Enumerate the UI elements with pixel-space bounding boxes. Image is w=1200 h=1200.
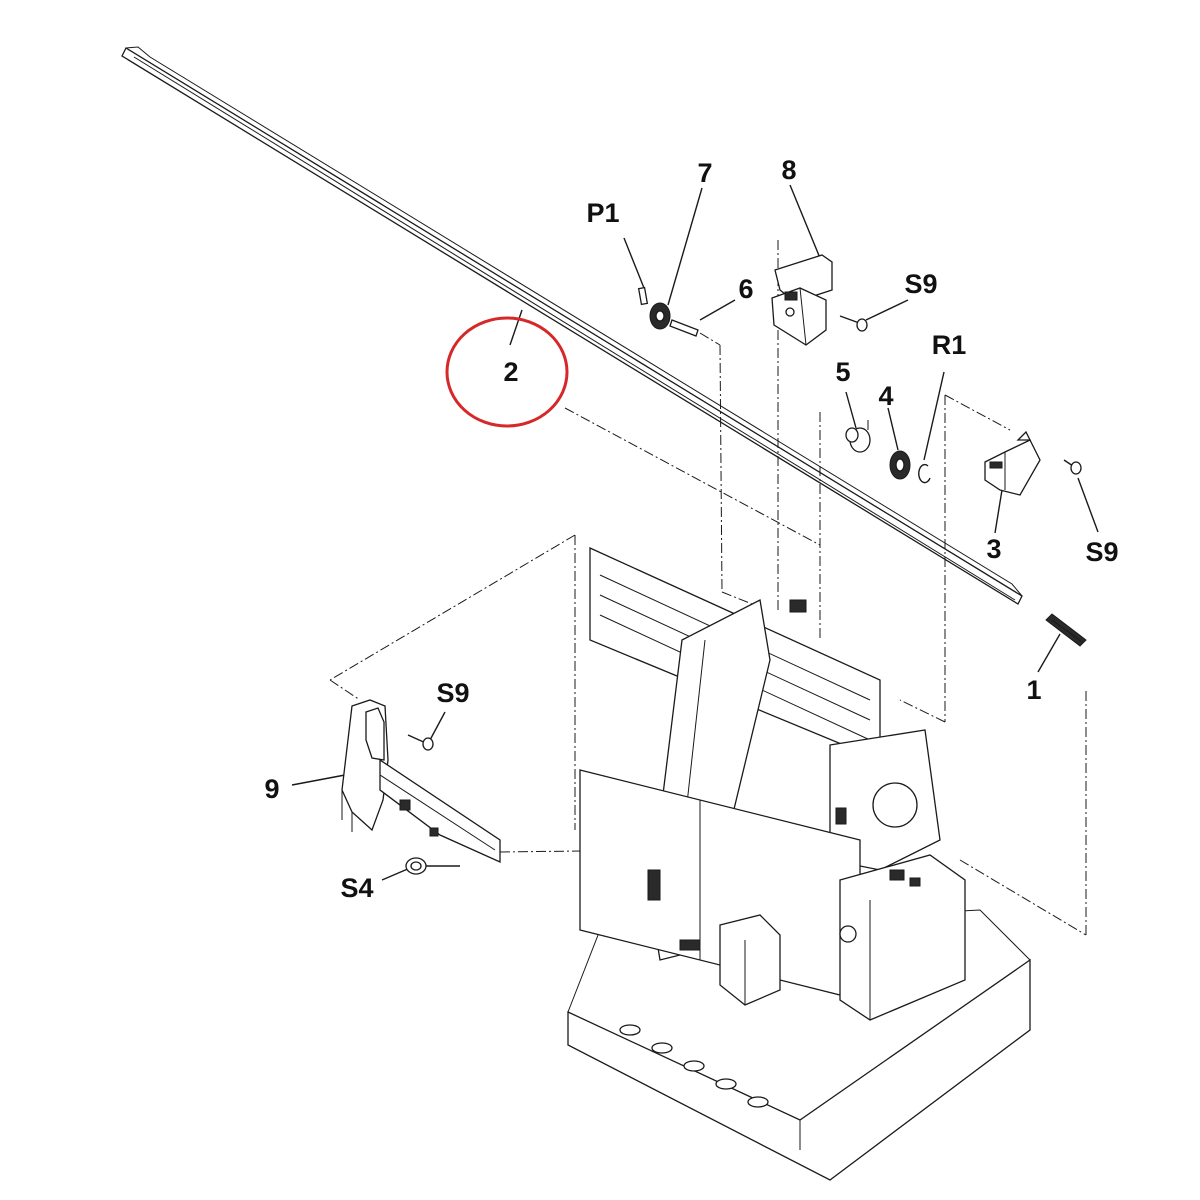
base-slots — [619, 1024, 769, 1108]
highlight-circle — [445, 316, 569, 428]
screw-s4 — [381, 857, 460, 881]
label-9: 9 — [264, 774, 279, 804]
part-4-gear — [887, 407, 911, 480]
label-r1: R1 — [932, 330, 967, 360]
label-5: 5 — [835, 357, 850, 387]
label-s4: S4 — [340, 873, 373, 903]
label-s9-left: S9 — [436, 678, 469, 708]
screw-s9-left — [407, 711, 446, 751]
label-3: 3 — [986, 534, 1001, 564]
label-7: 7 — [697, 158, 712, 188]
part-7-gear — [649, 187, 703, 330]
part-3-clip — [984, 430, 1041, 534]
part-9-assembly — [291, 699, 501, 864]
part-r1-ring — [918, 371, 945, 484]
label-1: 1 — [1026, 675, 1041, 705]
screw-s9-right — [1063, 459, 1099, 533]
label-4: 4 — [878, 381, 893, 411]
part-1-spring — [1037, 613, 1087, 673]
label-s9-top: S9 — [904, 269, 937, 299]
part-labels: P1 7 8 6 S9 2 R1 5 4 3 S9 1 S9 9 S4 — [264, 155, 1118, 903]
label-6: 6 — [738, 274, 753, 304]
part-8-bracket — [771, 184, 833, 346]
label-s9-right: S9 — [1085, 537, 1118, 567]
screw-s9-top — [839, 299, 909, 332]
part-6-shaft — [669, 299, 736, 337]
part-p1-pin — [623, 237, 649, 306]
part-5-bushing — [845, 391, 871, 453]
label-8: 8 — [781, 155, 796, 185]
part-2-rail — [121, 46, 1023, 605]
label-p1: P1 — [586, 198, 619, 228]
label-2: 2 — [503, 357, 518, 387]
main-chassis — [567, 546, 1031, 1181]
